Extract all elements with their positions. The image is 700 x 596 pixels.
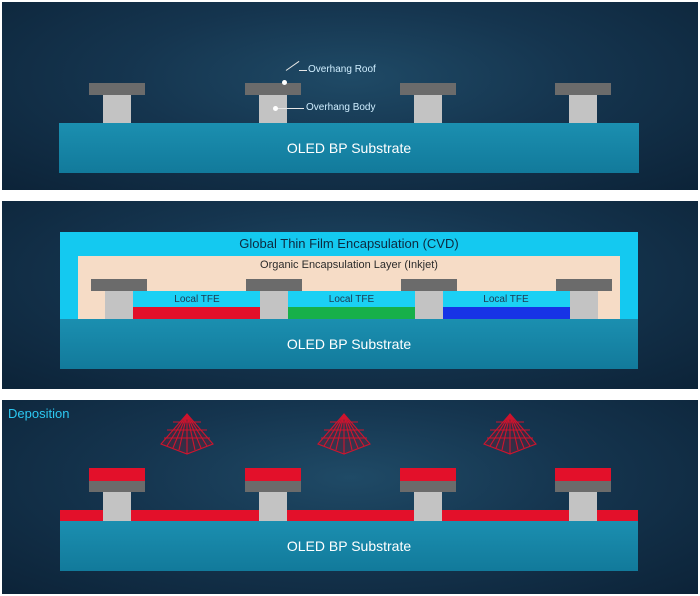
oled-bp-substrate: OLED BP Substrate: [59, 123, 639, 173]
overhang-roof-label: Overhang Roof: [308, 64, 376, 75]
overhang-body: [103, 95, 131, 123]
overhang-roof: [555, 481, 611, 492]
green-emitter: [288, 307, 415, 319]
roof-callout-line: [285, 60, 300, 71]
overhang-roof: [400, 83, 456, 95]
overhang-roof: [91, 279, 147, 291]
deposited-cap: [89, 468, 145, 481]
overhang-roof: [401, 279, 457, 291]
overhang-roof: [89, 83, 145, 95]
overhang-body: [415, 291, 443, 319]
overhang-body: [260, 291, 288, 319]
local-tfe: Local TFE: [442, 291, 570, 307]
roof-callout-dot: [282, 80, 287, 85]
overhang-body: [259, 492, 287, 521]
roof-callout-line: [299, 70, 307, 71]
deposition-source-icon: [317, 413, 371, 455]
body-callout-line: [276, 108, 304, 109]
overhang-body: [103, 492, 131, 521]
overhang-body: [569, 95, 597, 123]
oled-bp-substrate: OLED BP Substrate: [60, 521, 638, 571]
deposited-layer: [60, 510, 638, 521]
deposition-title: Deposition: [8, 406, 70, 421]
encapsulation-panel: Global Thin Film Encapsulation (CVD) Org…: [2, 201, 698, 389]
deposition-panel: Deposition: [2, 400, 698, 594]
overhang-roof: [400, 481, 456, 492]
deposited-cap: [245, 468, 301, 481]
deposition-source-icon: [483, 413, 537, 455]
overhang-roof: [556, 279, 612, 291]
body-callout-dot: [273, 106, 278, 111]
deposited-cap: [555, 468, 611, 481]
deposition-source-icon: [160, 413, 214, 455]
overhang-body: [414, 492, 442, 521]
overhang-body-label: Overhang Body: [306, 102, 376, 113]
red-emitter: [133, 307, 261, 319]
oled-bp-substrate: OLED BP Substrate: [60, 319, 638, 369]
blue-emitter: [442, 307, 570, 319]
local-tfe: Local TFE: [288, 291, 415, 307]
overhang-body: [414, 95, 442, 123]
overhang-roof: [89, 481, 145, 492]
overhang-structure-panel: Overhang Roof Overhang Body OLED BP Subs…: [2, 2, 698, 190]
overhang-body: [569, 492, 597, 521]
overhang-roof: [555, 83, 611, 95]
overhang-roof: [245, 83, 301, 95]
overhang-body: [570, 291, 598, 319]
deposited-cap: [400, 468, 456, 481]
overhang-roof: [246, 279, 302, 291]
overhang-roof: [245, 481, 301, 492]
local-tfe: Local TFE: [133, 291, 261, 307]
overhang-body: [105, 291, 133, 319]
